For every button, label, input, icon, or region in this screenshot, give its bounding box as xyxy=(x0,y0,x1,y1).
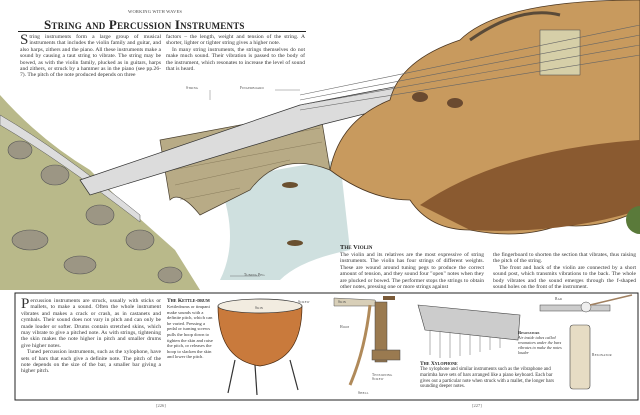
xylophone-section: The Xylophone The xylophone and similar … xyxy=(420,361,560,390)
resonators-text: Air inside tubes called resonators under… xyxy=(518,335,562,355)
label-skin: Skin xyxy=(255,306,264,310)
resonators-heading: Resonators xyxy=(518,330,540,335)
boat xyxy=(282,182,298,188)
violin-strings xyxy=(299,24,640,111)
label-skin-detail: Skin xyxy=(338,300,347,304)
resonators-note: Resonators Air inside tubes called reson… xyxy=(518,330,566,355)
kettledrum-text: Kettledrums or timpani make sounds with … xyxy=(167,304,213,360)
label-string: String xyxy=(186,86,199,90)
boat xyxy=(287,240,303,246)
xylophone-heading: The Xylophone xyxy=(420,361,458,367)
kettledrum-illustration xyxy=(217,298,303,396)
intro-col2: factors – the length, weight and tension… xyxy=(166,34,305,72)
river xyxy=(220,160,350,280)
percussion-para: Tuned percussion instruments, such as th… xyxy=(21,349,161,375)
violin-col2: the fingerboard to shorten the section t… xyxy=(493,252,636,290)
label-shell: Shell xyxy=(358,391,369,395)
kettledrum-section: The Kettle-drum Kettledrums or timpani m… xyxy=(167,298,215,360)
section-header: WORKING WITH WAVES xyxy=(128,9,183,14)
intro-para: In many string instruments, the strings … xyxy=(166,46,305,73)
label-bar: Bar xyxy=(555,297,563,301)
f-hole xyxy=(469,11,561,42)
label-resonator: Resonator xyxy=(592,353,612,357)
bottom-panel xyxy=(14,292,639,401)
drop-cap: S xyxy=(20,32,29,48)
page-number-right: [227] xyxy=(472,403,482,408)
drop-cap: P xyxy=(21,296,30,312)
tree xyxy=(626,206,640,234)
label-hoop: Hoop xyxy=(340,325,350,329)
violin-para: The front and back of the violin are con… xyxy=(493,264,636,291)
xylophone-illustration xyxy=(417,294,633,390)
label-screw: Screw xyxy=(298,300,310,304)
violin-para: the fingerboard to shorten the section t… xyxy=(493,252,636,265)
page-number-left: [226] xyxy=(156,403,166,408)
kettledrum-heading: The Kettle-drum xyxy=(167,298,210,304)
mammoth xyxy=(412,92,428,102)
string-wire xyxy=(0,114,141,223)
percussion-para: ercussion instruments are struck, usuall… xyxy=(21,298,161,349)
intro-para: factors – the length, weight and tension… xyxy=(166,34,305,47)
title-rule xyxy=(18,31,306,32)
intro-text: tring instruments form a large group of … xyxy=(20,34,161,79)
page-title: String and Percussion Instruments xyxy=(44,17,245,32)
violin-side xyxy=(420,140,640,231)
violin-bridge xyxy=(539,29,581,76)
label-tensioning-screw: Tensioning Screw xyxy=(372,373,393,381)
pegs-rocks xyxy=(7,140,183,284)
mammoth xyxy=(447,98,463,108)
stone-bridge xyxy=(159,109,331,216)
hoop-diagram xyxy=(333,296,401,386)
violin-section: The Violin The violin and its relatives … xyxy=(340,244,636,290)
xylophone-text: The xylophone and similar instruments su… xyxy=(420,367,555,390)
label-fingerboard: Fingerboard xyxy=(240,86,264,90)
label-tuning-peg: Tuning Peg xyxy=(244,273,265,277)
violin-heading: The Violin xyxy=(340,244,373,251)
violin-col1: The violin and its relatives are the mos… xyxy=(340,252,484,291)
